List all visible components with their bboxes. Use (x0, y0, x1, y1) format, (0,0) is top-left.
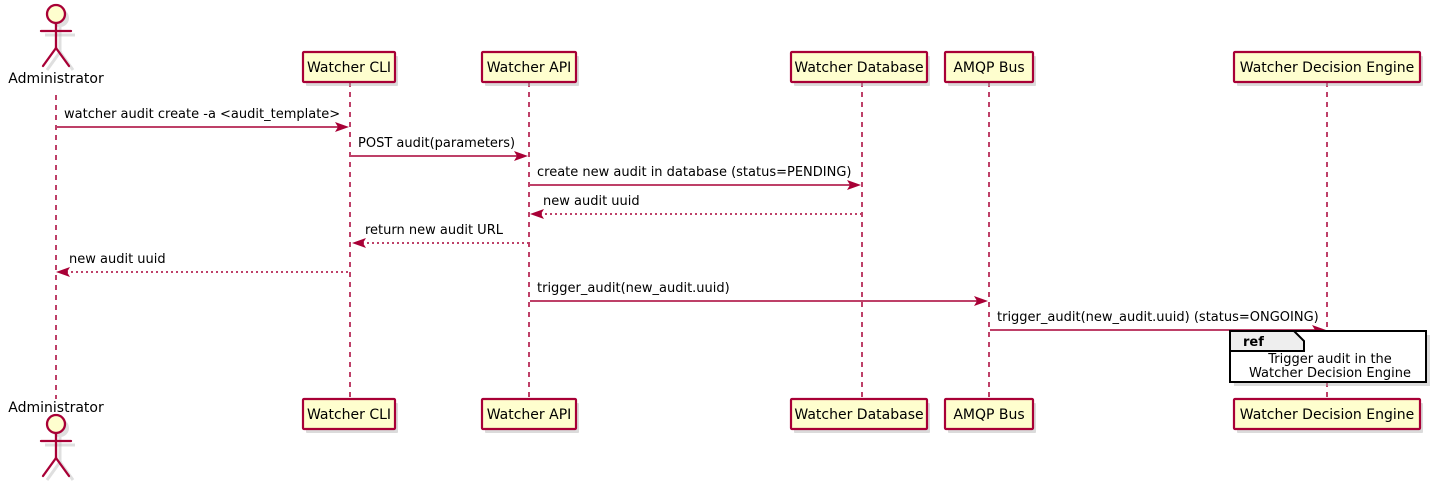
participant-watcher-database-bottom[interactable]: Watcher Database (789, 397, 930, 433)
actor-label-administrator-bottom: Administrator (8, 400, 104, 416)
message-4-arrowhead (530, 209, 544, 219)
message-3-label: create new audit in database (status=PEN… (537, 165, 852, 180)
participant-box-watcher-cli-top[interactable] (301, 50, 397, 84)
ref-fragment[interactable]: ref Trigger audit in the Watcher Decisio… (1229, 330, 1430, 386)
participant-label-amqp-bus-top: AMQP Bus (953, 60, 1024, 76)
message-4: new audit uuid (530, 194, 861, 219)
ref-fragment-box[interactable] (1229, 330, 1427, 383)
message-7: trigger_audit(new_audit.uuid) (530, 281, 988, 306)
message-4-label: new audit uuid (543, 194, 640, 209)
participant-box-watcher-decision-engine-top[interactable] (1232, 50, 1422, 84)
lifelines-layer (55, 82, 1328, 399)
participant-box-amqp-bus-top[interactable] (943, 50, 1035, 84)
message-1: watcher audit create -a <audit_template> (57, 107, 349, 132)
participant-box-amqp-bus-bottom[interactable] (943, 397, 1035, 431)
ref-fragment-tab-label: ref (1243, 335, 1264, 350)
message-7-label: trigger_audit(new_audit.uuid) (537, 281, 730, 296)
ref-fragment-line-1: Trigger audit in the (1267, 352, 1392, 367)
participant-label-watcher-decision-engine-bottom: Watcher Decision Engine (1240, 407, 1414, 423)
participant-label-amqp-bus-bottom: AMQP Bus (953, 407, 1024, 423)
message-6-label: new audit uuid (69, 252, 166, 267)
participant-watcher-cli-bottom[interactable]: Watcher CLI (301, 397, 398, 433)
participant-watcher-database-top[interactable]: Watcher Database (789, 50, 930, 86)
actor-administrator-top[interactable]: Administrator (8, 3, 104, 87)
message-7-arrowhead (974, 296, 988, 306)
message-5-label: return new audit URL (365, 223, 504, 238)
participant-box-watcher-cli-bottom[interactable] (301, 397, 397, 431)
participant-watcher-decision-engine-bottom[interactable]: Watcher Decision Engine (1232, 397, 1423, 433)
actor-head-icon-bottom (45, 413, 67, 435)
actor-right-leg (54, 46, 71, 68)
participant-label-watcher-cli-top: Watcher CLI (307, 60, 391, 76)
participant-amqp-bus-top[interactable]: AMQP Bus (943, 50, 1036, 86)
participant-box-watcher-database-bottom[interactable] (789, 397, 929, 431)
participant-box-watcher-decision-engine-bottom[interactable] (1232, 397, 1422, 431)
message-1-arrowhead (335, 122, 349, 132)
participant-label-watcher-database-bottom: Watcher Database (794, 407, 923, 423)
message-2-label: POST audit(parameters) (358, 136, 515, 151)
message-5-arrowhead (352, 238, 366, 248)
participant-label-watcher-cli-bottom: Watcher CLI (307, 407, 391, 423)
participant-box-watcher-database-top[interactable] (789, 50, 929, 84)
participant-watcher-decision-engine-top[interactable]: Watcher Decision Engine (1232, 50, 1423, 86)
participant-watcher-cli-top[interactable]: Watcher CLI (301, 50, 398, 86)
message-6-arrowhead (56, 267, 70, 277)
participant-label-watcher-database-top: Watcher Database (794, 60, 923, 76)
message-5: return new audit URL (352, 223, 528, 248)
participant-watcher-api-bottom[interactable]: Watcher API (480, 397, 579, 433)
participant-watcher-api-top[interactable]: Watcher API (480, 50, 579, 86)
actor-head-icon (45, 3, 67, 25)
participant-label-watcher-api-bottom: Watcher API (487, 407, 572, 423)
participant-box-watcher-api-top[interactable] (480, 50, 578, 84)
actor-administrator-bottom[interactable]: Administrator (8, 400, 104, 481)
message-1-label: watcher audit create -a <audit_template> (64, 107, 340, 122)
participant-label-watcher-api-top: Watcher API (487, 60, 572, 76)
participant-amqp-bus-bottom[interactable]: AMQP Bus (943, 397, 1036, 433)
participant-label-watcher-decision-engine-top: Watcher Decision Engine (1240, 60, 1414, 76)
ref-fragment-line-2: Watcher Decision Engine (1249, 366, 1411, 381)
actor-label-administrator-top: Administrator (8, 71, 104, 87)
actor-left-leg (41, 46, 58, 68)
ref-fragment-tab (1229, 330, 1305, 352)
message-2: POST audit(parameters) (351, 136, 528, 161)
participant-box-watcher-api-bottom[interactable] (480, 397, 578, 431)
message-6: new audit uuid (56, 252, 349, 277)
message-3-arrowhead (847, 180, 861, 190)
actor-left-leg-bottom (41, 456, 58, 478)
message-3: create new audit in database (status=PEN… (530, 165, 861, 190)
message-2-arrowhead (514, 151, 528, 161)
actor-right-leg-bottom (54, 456, 71, 478)
message-8-label: trigger_audit(new_audit.uuid) (status=ON… (997, 310, 1319, 325)
